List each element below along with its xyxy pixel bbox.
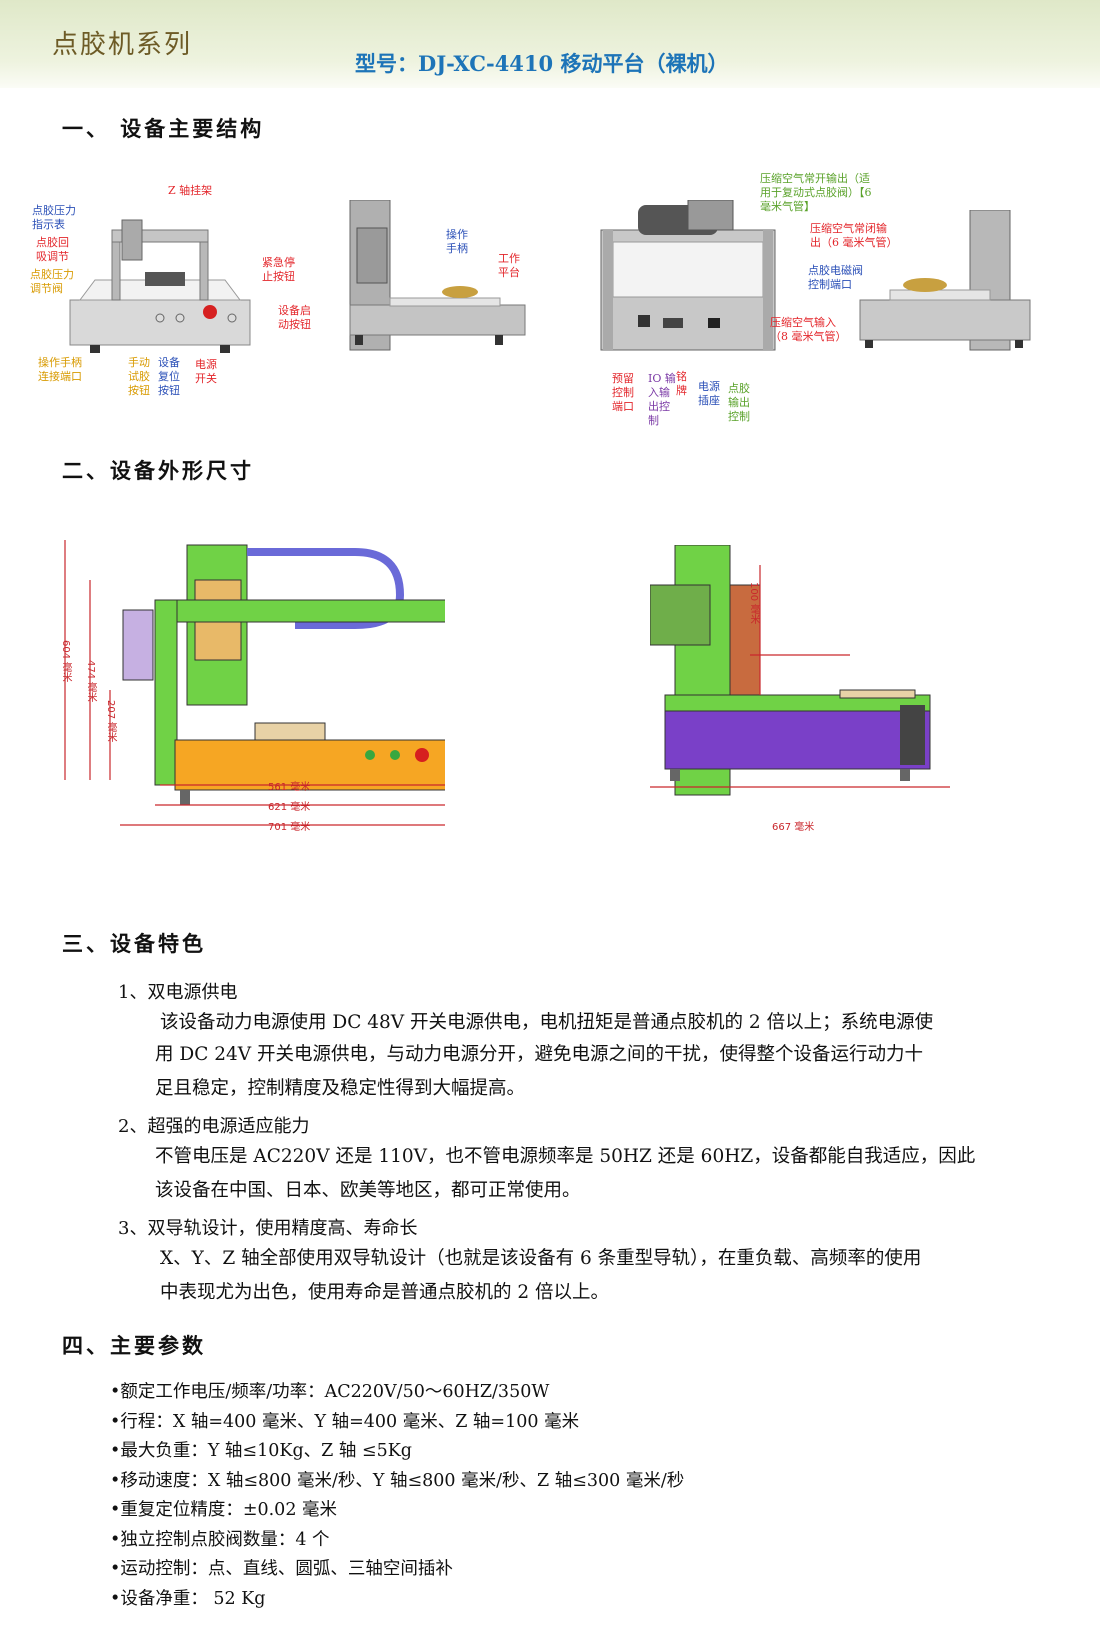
label-worktable: 工作 平台 [498,252,520,279]
param-list: •额定工作电压/频率/功率：AC220V/50～60HZ/350W •行程：X … [110,1378,684,1614]
label-reserved-port: 预留 控制 端口 [612,372,634,413]
label-nameplate: 铭 牌 [676,370,687,397]
feature-1-heading: 1、双电源供电 [118,982,238,1003]
label-suckback: 点胶回 吸调节 [36,236,69,263]
label-z-mount: Z 轴挂架 [168,184,213,197]
param-item: •额定工作电压/频率/功率：AC220V/50～60HZ/350W [110,1382,550,1402]
label-air-no: 压缩空气常开输出（适 用于复动式点胶阀）【6 毫米气管】 [760,172,872,213]
param-item: •运动控制：点、直线、圆弧、三轴空间插补 [110,1559,453,1579]
param-item: •设备净重： 52 Kg [110,1588,266,1609]
feature-3-line-1: X、Y、Z 轴全部使用双导轨设计（也就是该设备有 6 条重型导轨），在重负载、高… [160,1248,922,1269]
label-estop: 紧急停 止按钮 [262,256,295,283]
machine-rear-photo [600,200,776,351]
series-title: 点胶机系列 [52,30,193,60]
param-item: •最大负重：Y 轴≤10Kg、Z 轴 ≤5Kg [110,1441,413,1461]
label-reset: 设备 复位 按钮 [158,356,180,397]
label-pressure-gauge: 点胶压力 指示表 [32,204,76,231]
dim-701: 701 毫米 [268,822,311,833]
dim-207: 207 毫米 [105,700,116,743]
label-valve-port: 点胶电磁阀 控制端口 [808,264,863,291]
machine-side-rear-photo [859,210,1031,351]
section-1-title: 一、 设备主要结构 [62,116,265,141]
param-item: •独立控制点胶阀数量：4 个 [110,1529,330,1550]
feature-1-line-1: 该设备动力电源使用 DC 48V 开关电源供电，电机扭矩是普通点胶机的 2 倍以… [160,1012,934,1033]
label-handle: 操作 手柄 [446,228,468,255]
feature-2-line-1: 不管电压是 AC220V 还是 110V，也不管电源频率是 50HZ 还是 60… [155,1146,976,1167]
param-item: •移动速度：X 轴≤800 毫米/秒、Y 轴≤800 毫米/秒、Z 轴≤300 … [110,1470,685,1491]
feature-1-line-2: 用 DC 24V 开关电源供电，与动力电源分开，避免电源之间的干扰，使得整个设备… [155,1044,924,1065]
label-pressure-valve: 点胶压力 调节阀 [30,268,74,295]
side-dimension-drawing [650,545,950,796]
dim-667: 667 毫米 [772,822,815,833]
param-item: •行程：X 轴=400 毫米、Y 轴=400 毫米、Z 轴=100 毫米 [110,1411,580,1432]
front-dimension-drawing [64,540,445,826]
header-band [0,0,1100,88]
dim-604: 604 毫米 [60,640,71,683]
label-start-button: 设备启 动按钮 [278,304,311,331]
dim-474: 474 毫米 [85,660,96,703]
dim-621: 621 毫米 [268,802,311,813]
dim-561: 561 毫米 [268,782,311,793]
feature-3-line-2: 中表现尤为出色，使用寿命是普通点胶机的 2 倍以上。 [160,1282,610,1303]
label-dispense-output: 点胶 输出 控制 [728,382,750,423]
section-3-title: 三、设备特色 [62,931,206,956]
machine-front-photo [69,219,251,353]
label-air-nc: 压缩空气常闭输 出（6 毫米气管） [810,222,898,249]
section-2-title: 二、设备外形尺寸 [62,458,254,483]
dim-100: 100 毫米 [748,582,759,625]
feature-3-heading: 3、双导轨设计，使用精度高、寿命长 [118,1218,418,1239]
label-power-switch: 电源 开关 [195,358,217,385]
feature-2-line-2: 该设备在中国、日本、欧美等地区，都可正常使用。 [155,1180,581,1201]
label-air-in: 压缩空气输入 （8 毫米气管） [770,316,847,343]
label-handle-port: 操作手柄 连接端口 [38,356,82,383]
label-manual-test: 手动 试胶 按钮 [128,356,150,397]
section-4-title: 四、主要参数 [62,1333,206,1358]
machine-side-photo [349,200,526,351]
label-power-socket: 电源 插座 [698,380,720,407]
label-io: IO 输 入输 出控 制 [648,372,676,427]
feature-2-heading: 2、超强的电源适应能力 [118,1116,310,1137]
param-item: •重复定位精度：±0.02 毫米 [110,1500,338,1520]
feature-1-line-3: 足且稳定，控制精度及稳定性得到大幅提高。 [155,1078,526,1099]
model-title: 型号：DJ-XC-4410 移动平台（裸机） [355,51,729,76]
